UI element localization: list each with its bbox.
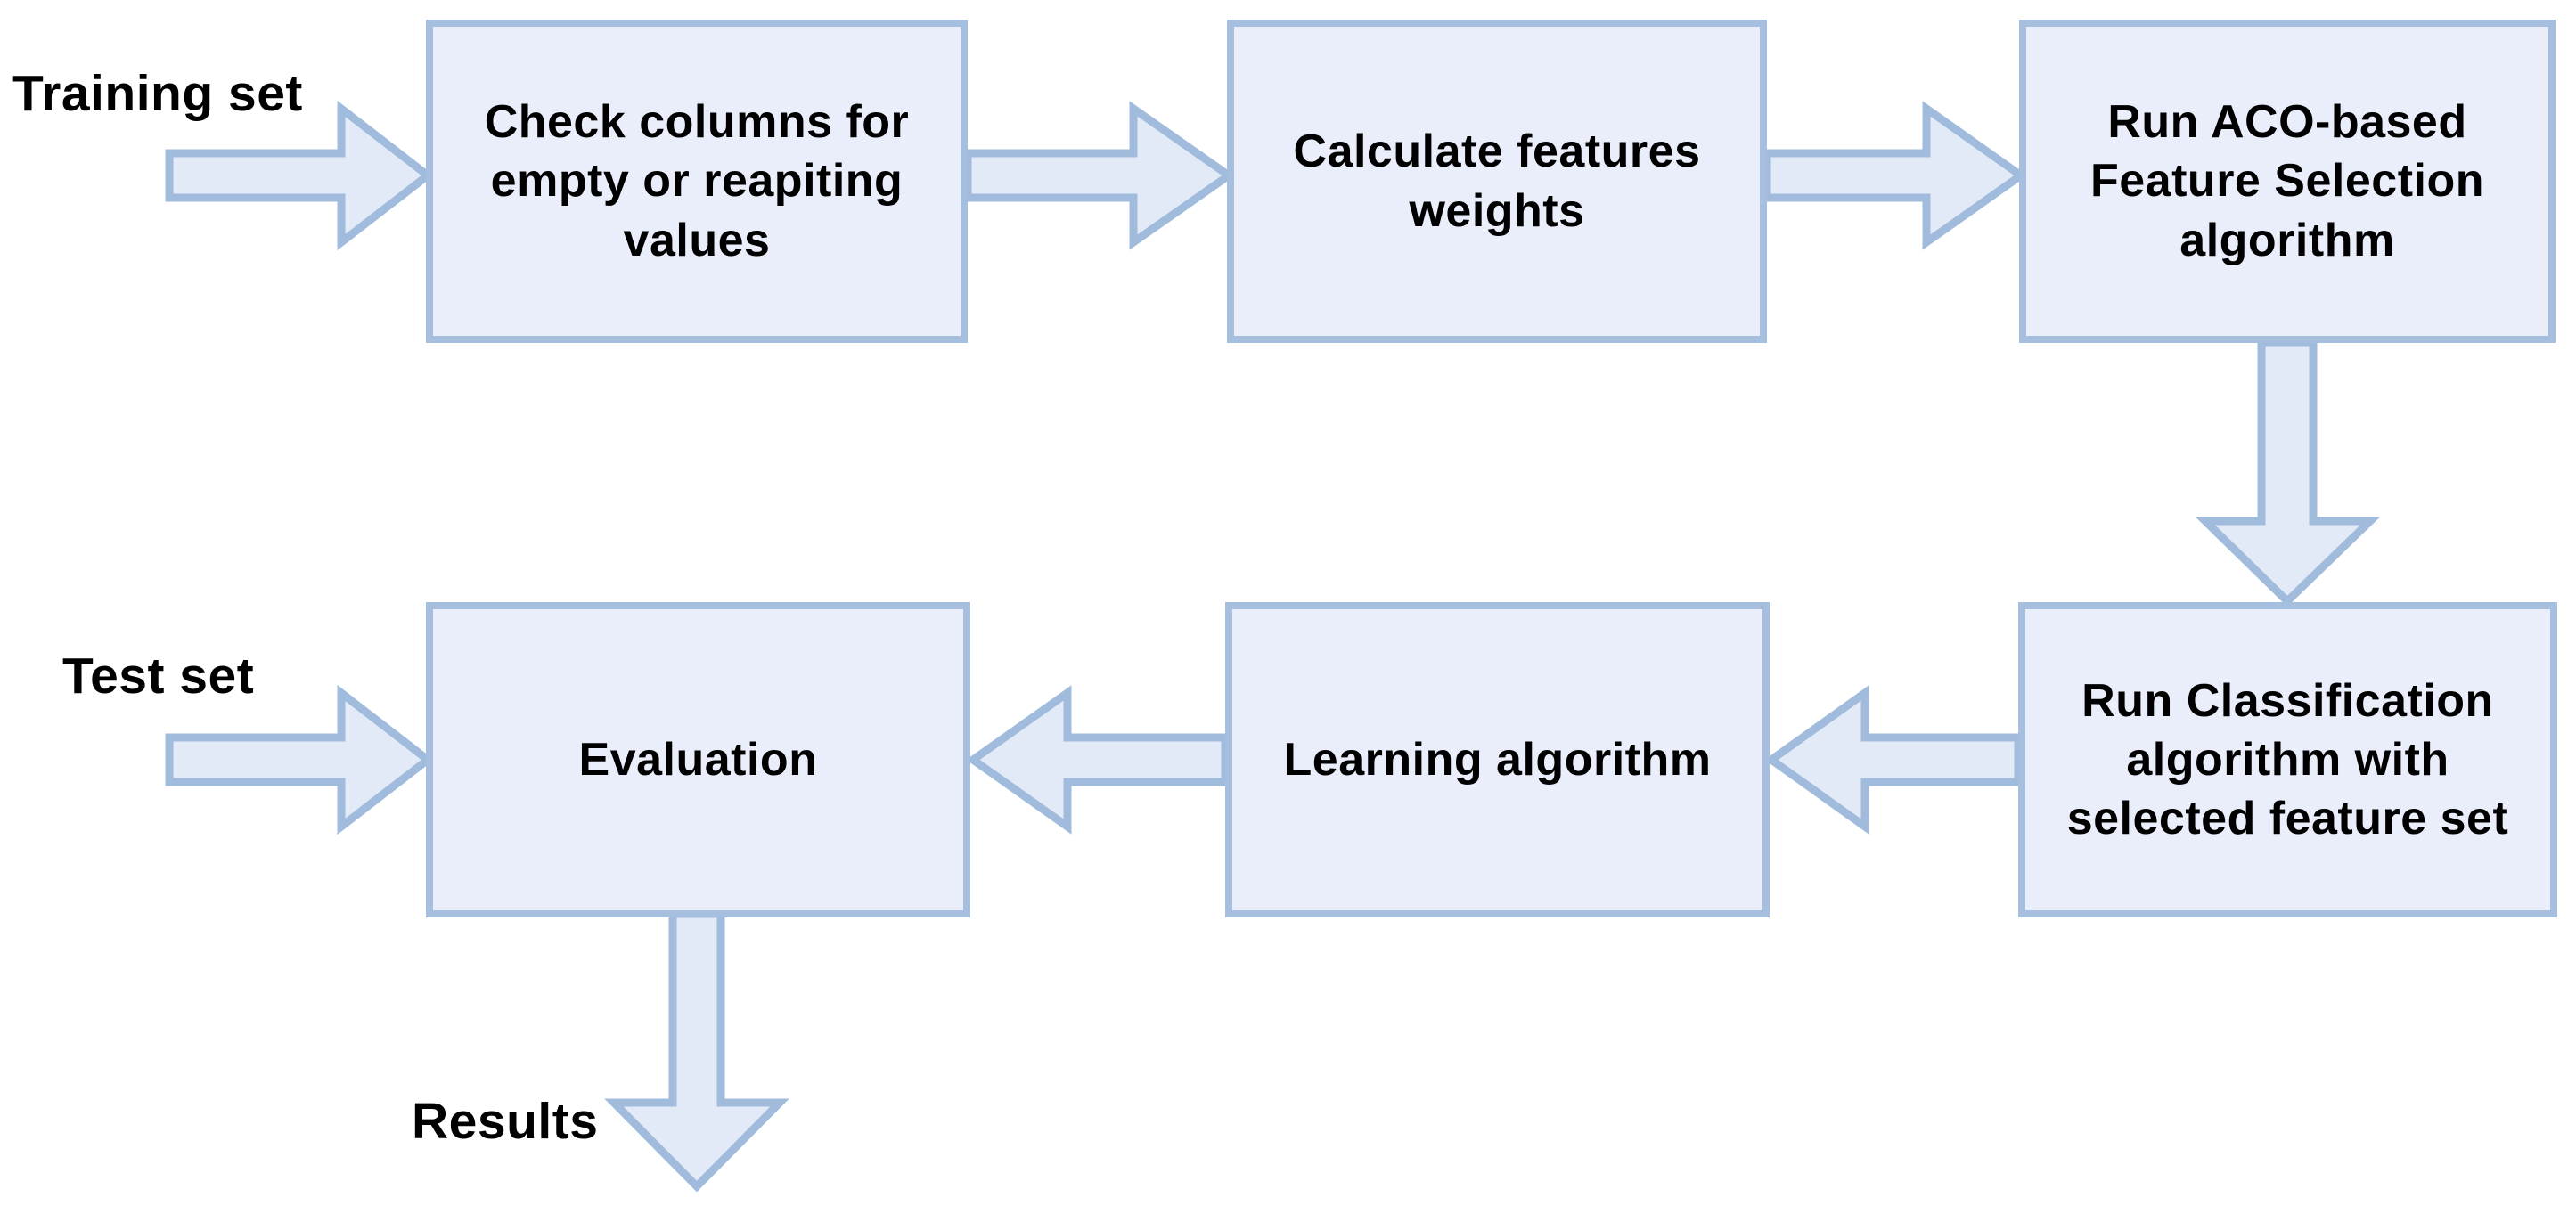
evaluation-box-label: Evaluation: [578, 733, 818, 786]
check-to-calculate-arrow-icon: [963, 101, 1236, 250]
evaluation-to-results-arrow-icon: [604, 909, 789, 1193]
results-label: Results: [412, 1093, 599, 1150]
classification-to-learning-arrow-icon: [1764, 685, 2023, 835]
calculate-to-aco-arrow-icon: [1762, 101, 2028, 250]
run-aco-box-label: Run ACO-based Feature Selection algorith…: [2090, 96, 2484, 266]
calculate-weights-box-label: Calculate features weights: [1293, 126, 1701, 237]
run-classification-box-label: Run Classification algorithm with select…: [2066, 674, 2509, 845]
test-input-arrow-icon: [165, 684, 435, 835]
aco-to-classification-arrow-icon: [2195, 338, 2381, 607]
check-columns-box: Check columns for empty or reapiting val…: [426, 20, 968, 343]
check-columns-box-label: Check columns for empty or reapiting val…: [484, 96, 910, 266]
training-set-label: Training set: [12, 65, 303, 122]
run-classification-box: Run Classification algorithm with select…: [2018, 602, 2557, 917]
test-set-label: Test set: [62, 648, 255, 705]
learning-algorithm-box-label: Learning algorithm: [1283, 733, 1712, 786]
learning-to-evaluation-arrow-icon: [966, 685, 1230, 835]
learning-algorithm-box: Learning algorithm: [1225, 602, 1770, 917]
calculate-weights-box: Calculate features weights: [1227, 20, 1767, 343]
training-input-arrow-icon: [165, 100, 435, 251]
evaluation-box: Evaluation: [426, 602, 970, 917]
run-aco-box: Run ACO-based Feature Selection algorith…: [2019, 20, 2556, 343]
